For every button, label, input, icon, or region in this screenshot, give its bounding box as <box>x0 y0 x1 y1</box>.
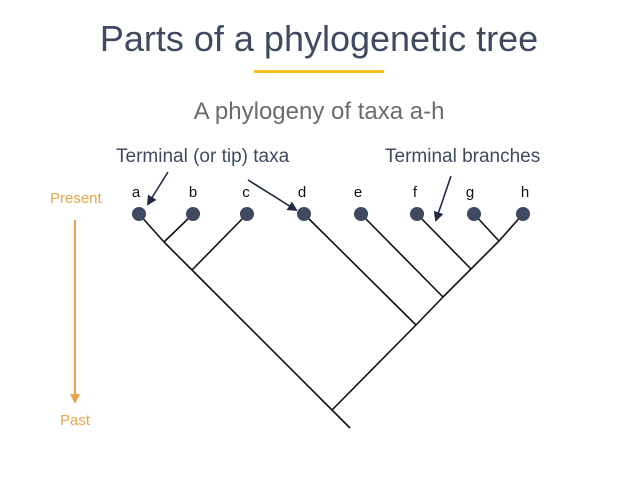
arrow-to-taxon-d <box>247 179 298 212</box>
branch-terminal-f <box>416 213 472 270</box>
branch-terminal-e <box>360 213 444 298</box>
arrow-to-branch-f <box>433 175 452 222</box>
branch-terminal-c <box>191 213 248 271</box>
taxon-label-g: g <box>466 184 474 201</box>
tip-nodes <box>132 207 530 221</box>
tip-node-d <box>297 207 311 221</box>
taxon-label-c: c <box>242 184 250 201</box>
annotation-terminal-branches: Terminal branches <box>385 146 541 167</box>
time-label-present: Present <box>50 190 102 207</box>
tip-node-e <box>354 207 368 221</box>
taxon-label-e: e <box>354 184 362 201</box>
branch-efgh <box>415 296 444 326</box>
tip-node-a <box>132 207 146 221</box>
tip-node-c <box>240 207 254 221</box>
time-label-past: Past <box>60 412 91 429</box>
branch-root-right <box>331 324 417 411</box>
taxon-label-f: f <box>413 184 418 201</box>
page-title: Parts of a phylogenetic tree <box>99 18 539 59</box>
tip-node-f <box>410 207 424 221</box>
branch-abc-to-ab <box>163 241 193 271</box>
branch-gh <box>470 240 500 270</box>
arrow-to-taxon-a <box>146 171 169 206</box>
tree-branches <box>138 213 524 429</box>
branch-fgh <box>442 268 472 298</box>
title-underline <box>254 70 384 73</box>
taxon-label-a: a <box>132 184 141 201</box>
diagram-subtitle: A phylogeny of taxa a-h <box>193 98 445 125</box>
tip-node-b <box>186 207 200 221</box>
taxon-label-h: h <box>521 184 529 201</box>
branch-root-left <box>191 269 333 411</box>
tip-node-g <box>467 207 481 221</box>
taxon-label-d: d <box>298 184 306 201</box>
tip-node-h <box>516 207 530 221</box>
branch-terminal-d <box>303 213 417 326</box>
branch-root-stem <box>331 409 351 429</box>
taxon-label-b: b <box>189 184 197 201</box>
annotation-terminal-taxa: Terminal (or tip) taxa <box>116 146 290 167</box>
